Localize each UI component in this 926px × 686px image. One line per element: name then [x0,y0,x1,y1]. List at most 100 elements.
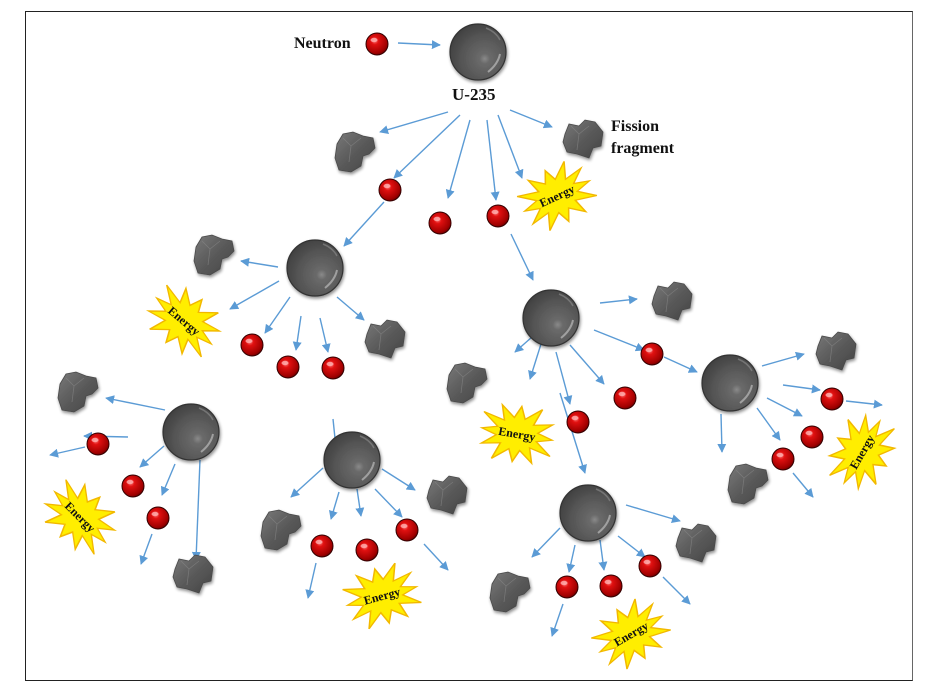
reaction-arrow [782,384,821,394]
reaction-arrow [766,397,803,417]
u235-nucleus-icon [286,239,344,297]
fission-fragment-icon [426,475,468,515]
neutron-icon [613,386,637,410]
neutron-label: Neutron [294,35,351,52]
reaction-arrow [240,257,279,268]
neutron-icon [86,432,110,456]
reaction-arrow [264,296,291,334]
reaction-arrow [717,413,727,453]
u235-nucleus-icon [162,403,220,461]
neutron-icon [771,447,795,471]
u235-nucleus-icon [449,23,507,81]
neutron-icon [428,211,452,235]
reaction-arrow [593,329,645,352]
neutron-icon [566,410,590,434]
reaction-arrow [555,351,573,405]
reaction-arrow [319,317,331,353]
u235-nucleus-icon [522,289,580,347]
reaction-arrow [598,539,608,571]
reaction-arrow [792,472,814,498]
fission-fragment-icon [260,509,302,551]
reaction-arrow [343,201,385,247]
reaction-arrow [105,395,166,411]
reaction-arrow [305,562,317,599]
u235-nucleus-icon [323,431,381,489]
reaction-arrow [393,114,461,179]
reaction-arrow [617,535,646,558]
reaction-arrow [566,544,576,573]
reaction-arrow [509,109,553,129]
neutron-icon [395,518,419,542]
neutron-icon [820,387,844,411]
reaction-arrow [510,233,534,281]
reaction-arrow [49,446,86,458]
neutron-icon [310,534,334,558]
neutron-icon [486,204,510,228]
reaction-arrow [497,114,524,179]
reaction-arrow [423,543,449,571]
neutron-icon [800,425,824,449]
reaction-arrow [761,351,805,367]
reaction-arrow [336,296,365,321]
neutron-icon [321,356,345,380]
reaction-arrow [486,119,500,201]
fission-fragment-icon [193,234,235,276]
reaction-arrow [355,488,365,517]
reaction-arrow [599,295,638,305]
nuclei-layer [162,23,759,542]
neutron-icon [378,178,402,202]
reaction-arrow [845,399,883,409]
neutrons-layer [86,32,844,599]
reaction-arrow [559,392,587,474]
neutron-icon [555,575,579,599]
neutron-icon [121,474,145,498]
u235-nucleus-icon [701,354,759,412]
reaction-arrow [290,467,324,498]
fission-fragment-icon [651,281,693,321]
neutron-icon [355,538,379,562]
reaction-arrow [160,463,176,496]
reaction-arrow [292,315,302,351]
neutron-icon [638,554,662,578]
reaction-arrow [756,407,781,441]
fragments-layer [57,119,857,613]
reaction-arrow [550,603,564,637]
reaction-arrow [374,488,403,518]
fission-fragment-icon [675,523,717,563]
reaction-arrow [139,533,153,565]
energy-burst-icon: Energy [591,598,671,670]
reaction-arrow [379,111,449,135]
energy-label: Energy [497,424,536,444]
reaction-arrow [381,468,416,491]
u235-nucleus-icon [559,484,617,542]
neutron-icon [599,574,623,598]
energy-burst-icon: Energy [827,412,897,492]
neutron-icon [146,506,170,530]
reaction-arrow [625,504,681,524]
energy-burst-icon: Energy [43,479,117,555]
neutron-icon [365,32,389,56]
reaction-arrow [139,445,165,468]
fission-fragment-icon [57,371,99,413]
energy-layer: EnergyEnergyEnergyEnergyEnergyEnergyEner… [43,161,897,670]
fission-fragment-icon [334,131,376,173]
reaction-arrow [191,459,201,561]
neutron-icon [276,355,300,379]
fission-fragment-label-line2: fragment [611,140,675,157]
reaction-arrow [662,576,691,605]
energy-burst-icon: Energy [516,161,598,231]
fission-fragment-icon [815,331,857,371]
reaction-arrow [397,40,441,50]
fission-fragment-icon [727,463,769,505]
u235-label: U-235 [452,85,495,104]
energy-burst-icon: Energy [478,402,556,466]
neutron-icon [240,333,264,357]
energy-burst-icon: Energy [145,284,223,358]
fission-fragment-icon [562,119,604,159]
arrows-layer [49,40,883,637]
energy-burst-icon: Energy [342,562,422,630]
reaction-arrow [528,343,542,380]
reaction-arrow [569,344,605,385]
reaction-arrow [663,356,698,373]
